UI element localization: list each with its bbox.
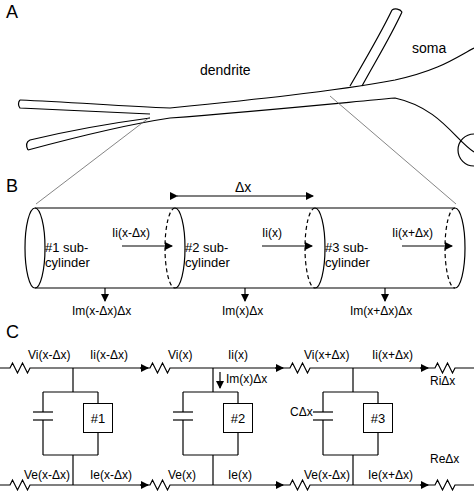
label: #1 sub-cylinder — [45, 240, 90, 270]
label: Ve(x-Δx) — [304, 468, 350, 482]
box-label: #1 — [91, 411, 105, 426]
label: Ii(x+Δx) — [392, 226, 433, 240]
label: RiΔx — [430, 374, 455, 388]
label: Ie(x-Δx) — [90, 468, 132, 482]
label: Ie(x+Δx) — [368, 468, 413, 482]
label: Vi(x-Δx) — [28, 348, 70, 362]
label: CΔx — [290, 405, 313, 419]
label: Im(x)Δx — [222, 304, 263, 318]
current-arrows — [105, 196, 452, 301]
membrane-box: #3 — [363, 403, 393, 433]
label: Im(x)Δx — [226, 372, 267, 386]
label: C — [6, 322, 19, 342]
label: Vi(x) — [168, 348, 192, 362]
label: #3 sub-cylinder — [325, 240, 370, 270]
label: Ii(x-Δx) — [112, 226, 150, 240]
label: soma — [412, 40, 446, 56]
neuron-drawing — [19, 9, 474, 166]
cylinder — [25, 208, 465, 288]
label: Ie(x) — [228, 468, 252, 482]
label: Δx — [233, 179, 253, 195]
membrane-box: #2 — [223, 403, 253, 433]
box-label: #2 — [231, 411, 245, 426]
label: Ii(x) — [228, 348, 248, 362]
label: Ii(x-Δx) — [90, 348, 128, 362]
label: A — [6, 2, 18, 22]
label: Im(x+Δx)Δx — [350, 304, 412, 318]
membrane-box: #1 — [83, 403, 113, 433]
label: Im(x-Δx)Δx — [72, 304, 131, 318]
label: ReΔx — [430, 452, 459, 466]
label: dendrite — [200, 62, 251, 78]
zoom-lines — [36, 96, 456, 204]
box-label: #3 — [371, 411, 385, 426]
label: Ve(x) — [168, 468, 196, 482]
circuit-wires — [0, 363, 474, 490]
label: #2 sub-cylinder — [185, 240, 230, 270]
label: Ii(x) — [262, 226, 282, 240]
label: Vi(x+Δx) — [304, 348, 349, 362]
label: Ii(x+Δx) — [372, 348, 413, 362]
label: B — [6, 176, 18, 196]
label: Ve(x-Δx) — [24, 468, 70, 482]
